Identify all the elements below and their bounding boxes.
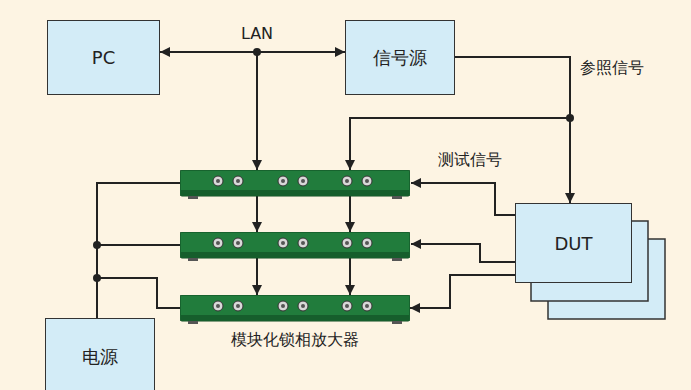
node-label: PC xyxy=(92,47,115,68)
signal-label: 参照信号 xyxy=(578,58,646,79)
lock-in-amplifier: 模块化锁相放大器 xyxy=(180,295,410,321)
junction-dot xyxy=(93,241,101,249)
power-supply-box: 电源 xyxy=(45,318,155,390)
signal-label: 测试信号 xyxy=(436,150,504,171)
connector xyxy=(410,275,515,308)
node-label: 信号源 xyxy=(373,46,427,70)
signal-source-box: 信号源 xyxy=(345,20,455,95)
node-label: DUT xyxy=(554,233,592,254)
test-signal-wire xyxy=(411,183,515,215)
power-wire xyxy=(97,183,180,280)
connector xyxy=(97,278,180,318)
connector xyxy=(455,57,570,203)
lock-in-amplifier xyxy=(180,170,410,199)
dut-box: DUT xyxy=(515,203,632,283)
device-caption: 模块化锁相放大器 xyxy=(231,330,359,351)
lock-in-amplifier xyxy=(180,295,410,324)
test-signal-wire xyxy=(411,244,515,262)
node-label: 电源 xyxy=(82,345,118,369)
power-wire xyxy=(97,244,180,246)
signal-label: LAN xyxy=(239,24,275,43)
computer-box: PC xyxy=(47,20,160,95)
lock-in-amplifier xyxy=(180,232,410,261)
